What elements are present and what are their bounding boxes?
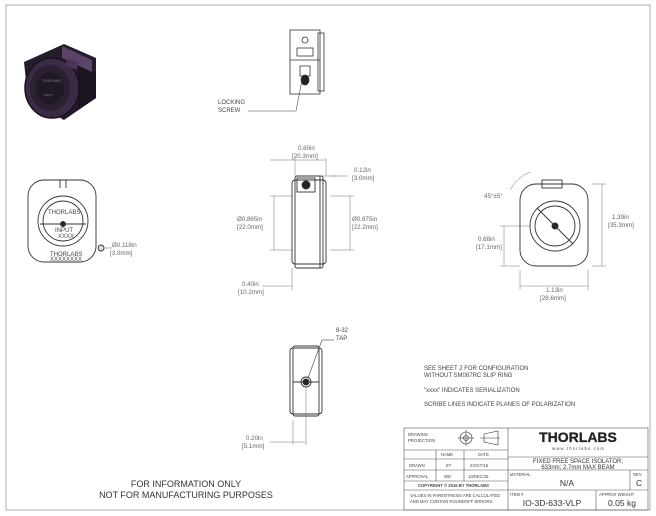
projection-symbol-icon <box>458 430 500 446</box>
note-2: WITHOUT SM087RC SLIP RING <box>424 373 513 379</box>
tb-rev: C <box>636 478 642 488</box>
sheet-border <box>5 4 651 511</box>
title-block <box>403 427 649 511</box>
dim-lip-mm: [3.0mm] <box>352 175 375 182</box>
tb-projection-1: DRAWING <box>408 432 428 437</box>
tb-rev-label: REV <box>633 472 642 477</box>
dim-center-h-mm: [17.1mm] <box>476 244 502 251</box>
tb-website: w w w . t h o r l a b s . c o m <box>552 446 604 451</box>
dim-height-mm: [35.3mm] <box>608 222 634 229</box>
tb-values-note-2: AND MAY CONTAIN ROUNDOFF ERRORS <box>410 499 493 504</box>
tb-item: IO-3D-633-VLP <box>523 498 582 508</box>
tb-description-2: 633nm; 2.7mm MAX BEAM <box>541 465 614 471</box>
dim-center-h-in: 0.68in <box>478 236 495 243</box>
dim-body-len-in: 0.40in <box>242 281 259 288</box>
svg-text:THORLABS: THORLABS <box>42 79 62 83</box>
front-view-left <box>27 179 105 263</box>
right-dimensions <box>500 171 606 290</box>
tb-logo: THORLABS <box>539 429 617 445</box>
face-lower-1: THORLABS <box>50 252 82 258</box>
tap-callout: 8-32 TAP <box>307 328 349 379</box>
tb-material-label: MATERIAL <box>510 472 531 477</box>
dim-lip-in: 0.12in <box>354 167 371 174</box>
bottom-dim <box>270 386 307 445</box>
dim-dia-left-mm: [22.0mm] <box>237 224 263 231</box>
hole-dim-in: Ø0.118in <box>112 242 137 249</box>
dim-dia-right-in: Ø0.875in <box>352 216 378 223</box>
face-lower-2: XXXXXXXX <box>50 257 82 263</box>
center-dimensions <box>262 158 354 290</box>
tb-approval-name: WD <box>444 474 451 479</box>
tap-label-2: TAP <box>336 336 347 342</box>
note-3: "xxxx" INDICATES SERIALIZATION <box>424 388 520 394</box>
dim-width-right-in: 1.13in <box>546 287 563 294</box>
tb-drawn-label: DRAWN <box>409 463 425 468</box>
dim-body-len-mm: [10.2mm] <box>238 289 264 296</box>
dim-width-top-in: 0.80in <box>298 145 315 152</box>
tap-label: 8-32 <box>336 328 349 334</box>
front-view-right <box>519 179 589 267</box>
tb-weight: 0.05 kg <box>608 498 636 508</box>
tb-drawn-name: ET <box>446 463 452 468</box>
tb-material: N/A <box>560 478 575 488</box>
tb-drawn-date: 2/OCT/15 <box>470 463 489 468</box>
tb-projection-2: PROJECTION <box>408 438 435 443</box>
disclaimer-2: NOT FOR MANUFACTURING PURPOSES <box>99 490 273 500</box>
isometric-render: THORLABS INPUT <box>24 44 96 120</box>
face-brand: THORLABS <box>48 210 80 216</box>
tb-values-note-1: VALUES IN PARENTHESIS ARE CALCULATED <box>410 493 500 498</box>
side-view-center <box>291 175 327 269</box>
hole-dim-mm: [3.0mm] <box>110 250 133 257</box>
dim-dia-left-in: Ø0.865in <box>237 216 263 223</box>
locking-screw-callout: LOCKING SCREW <box>218 79 303 114</box>
face-part: INPUT <box>55 228 73 234</box>
dim-height-in: 1.39in <box>612 214 629 221</box>
tb-col-date: DATE <box>478 452 489 457</box>
tb-approval-label: APPROVAL <box>406 474 429 479</box>
tb-copyright: COPYRIGHT © 2015 BY THORLABS <box>418 483 489 488</box>
locking-screw-label-2: SCREW <box>218 108 241 114</box>
dim-width-right-mm: [28.6mm] <box>540 295 566 302</box>
note-1: SEE SHEET 2 FOR CONFIGURATION <box>424 366 528 372</box>
tb-approval-date: 10/DEC/15 <box>468 474 489 479</box>
dim-bottom-mm: [5.1mm] <box>242 443 265 450</box>
top-view <box>289 29 325 95</box>
tb-item-label: ITEM # <box>510 492 524 497</box>
dim-width-top-mm: [20.3mm] <box>292 153 318 160</box>
tb-description-1: FIXED FREE SPACE ISOLATOR; <box>533 459 623 465</box>
locking-screw-label: LOCKING <box>218 100 245 106</box>
note-4: SCRIBE LINES INDICATE PLANES OF POLARIZA… <box>424 402 575 408</box>
hole-dim: Ø0.118in [3.0mm] <box>104 242 137 257</box>
disclaimer-1: FOR INFORMATION ONLY <box>131 479 241 489</box>
dim-angle: 45°±5° <box>484 193 503 200</box>
svg-text:INPUT: INPUT <box>44 93 53 97</box>
tb-col-name: NAME <box>441 452 453 457</box>
dim-dia-right-mm: [22.2mm] <box>352 224 378 231</box>
dim-bottom-in: 0.20in <box>246 435 263 442</box>
face-serial: XXXX <box>58 234 74 240</box>
tb-weight-label: APPROX WEIGHT <box>599 492 635 497</box>
